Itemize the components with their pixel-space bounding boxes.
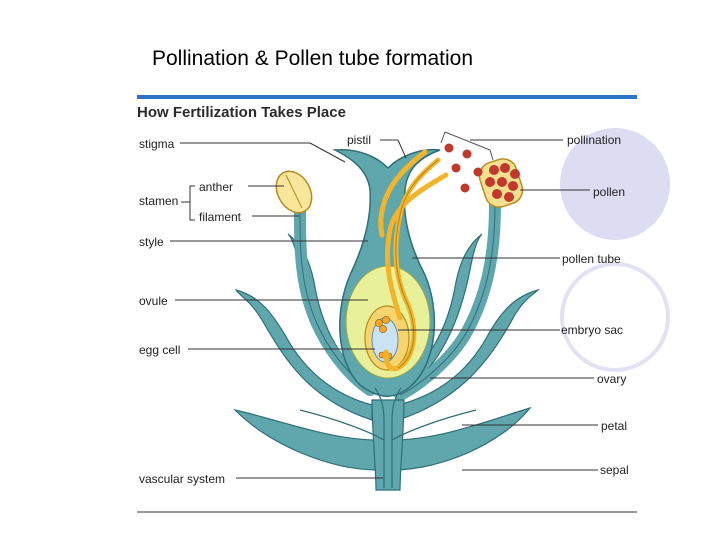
accent-rule (137, 95, 637, 99)
anther-left (269, 165, 319, 219)
pollen-grains (445, 144, 483, 193)
label-pollen-tube: pollen tube (562, 252, 621, 266)
label-anther: anther (199, 180, 233, 194)
label-petal: petal (601, 419, 627, 433)
label-pollen: pollen (593, 185, 625, 199)
label-ovary: ovary (597, 372, 626, 386)
label-pistil: pistil (347, 133, 371, 147)
label-vascular-system: vascular system (139, 472, 225, 486)
label-sepal: sepal (600, 463, 629, 477)
label-egg-cell: egg cell (139, 343, 180, 357)
label-filament: filament (199, 210, 241, 224)
stamen-bracket (190, 186, 195, 220)
label-ovule: ovule (139, 294, 168, 308)
label-stigma: stigma (139, 137, 174, 151)
diagram-title: How Fertilization Takes Place (137, 104, 346, 121)
label-stamen: stamen (139, 194, 178, 208)
label-pollination: pollination (567, 133, 621, 147)
label-style: style (139, 235, 164, 249)
stem (372, 400, 404, 490)
label-embryo-sac: embryo sac (561, 323, 623, 337)
